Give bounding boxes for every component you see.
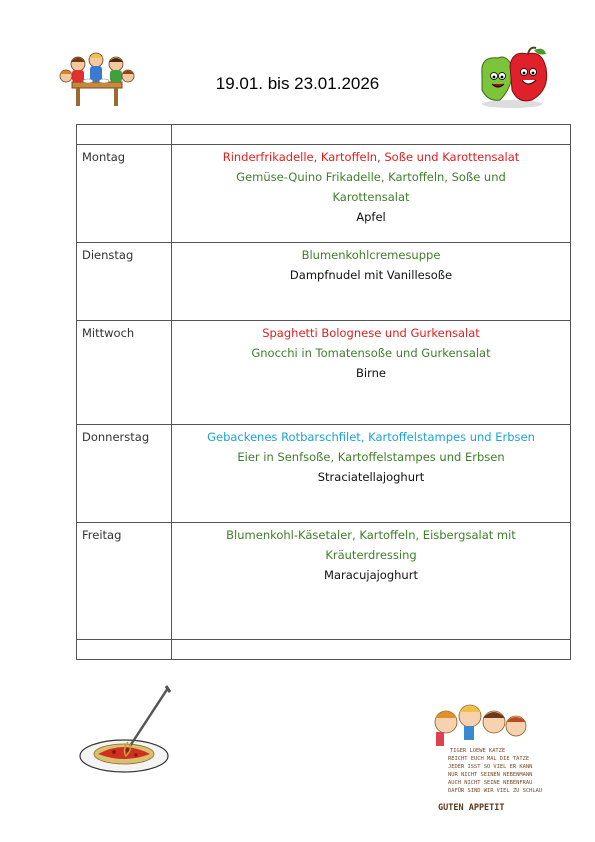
apples-illustration (470, 46, 554, 110)
meal-item: Eier in Senfsoße, Kartoffelstampes und E… (237, 450, 505, 464)
meal-item: Maracujajoghurt (324, 568, 418, 582)
guten-appetit-poem-illustration: TIGER LOEWE KATZE REICHT EUCH MAL DIE TA… (424, 700, 558, 818)
header-cell-day (76, 124, 172, 145)
table-row: Montag Rinderfrikadelle, Kartoffeln, Soß… (76, 144, 571, 243)
meal-item: Spaghetti Bolognese und Gurkensalat (262, 326, 480, 340)
poem-line: JEDER ISST SO VIEL ER KANN (448, 764, 532, 770)
meals-cell: Blumenkohlcremesuppe Dampfnudel mit Vani… (171, 242, 571, 321)
day-label: Dienstag (76, 242, 172, 321)
poem-line: AUCH NICHT SEINE NEBENFRAU (448, 780, 532, 786)
poem-line: NUR NICHT SEINEN NEBENMANN (448, 772, 532, 778)
footer-cell-meals (171, 639, 571, 660)
table-row: Freitag Blumenkohl-Käsetaler, Kartoffeln… (76, 522, 571, 640)
meal-item: Gnocchi in Tomatensoße und Gurkensalat (251, 346, 491, 360)
meal-item: Gebackenes Rotbarschfilet, Kartoffelstam… (207, 430, 535, 444)
table-row: Dienstag Blumenkohlcremesuppe Dampfnudel… (76, 242, 571, 321)
meal-item: Straciatellajoghurt (317, 470, 425, 484)
meals-cell: Rinderfrikadelle, Kartoffeln, Soße und K… (171, 144, 571, 243)
table-row: Donnerstag Gebackenes Rotbarschfilet, Ka… (76, 424, 571, 523)
meals-cell: Blumenkohl-Käsetaler, Kartoffeln, Eisber… (171, 522, 571, 640)
meals-cell: Gebackenes Rotbarschfilet, Kartoffelstam… (171, 424, 571, 523)
meal-item: Blumenkohlcremesuppe (301, 248, 441, 262)
meals-cell: Spaghetti Bolognese und Gurkensalat Gnoc… (171, 320, 571, 425)
meal-item: Birne (356, 366, 386, 380)
day-label: Donnerstag (76, 424, 172, 523)
meal-item: Dampfnudel mit Vanillesoße (289, 268, 453, 282)
poem-line: REICHT EUCH MAL DIE TATZE (448, 756, 529, 762)
meal-item: Rinderfrikadelle, Kartoffeln, Soße und K… (222, 150, 520, 164)
header-cell-meals (171, 124, 571, 145)
weekly-menu-table: Montag Rinderfrikadelle, Kartoffeln, Soß… (76, 124, 571, 660)
page-title: 19.01. bis 23.01.2026 (215, 74, 380, 93)
footer-cell-day (76, 639, 172, 660)
day-label: Mittwoch (76, 320, 172, 425)
meal-item: Apfel (356, 210, 386, 224)
poem-closing: GUTEN APPETIT (438, 803, 505, 813)
day-label: Freitag (76, 522, 172, 640)
poem-line: DAFÜR SIND WIR VIEL ZU SCHLAU (448, 787, 542, 794)
table-footer-row (76, 639, 571, 660)
day-label: Montag (76, 144, 172, 243)
poem-line: TIGER LOEWE KATZE (450, 748, 505, 754)
table-row: Mittwoch Spaghetti Bolognese und Gurkens… (76, 320, 571, 425)
table-header-row (76, 124, 571, 145)
meal-item: Blumenkohl-Käsetaler, Kartoffeln, Eisber… (226, 528, 516, 562)
meal-item: Gemüse-Quino Frikadelle, Kartoffeln, Soß… (236, 170, 506, 204)
children-eating-illustration (58, 48, 136, 110)
spaghetti-plate-illustration (78, 684, 174, 784)
